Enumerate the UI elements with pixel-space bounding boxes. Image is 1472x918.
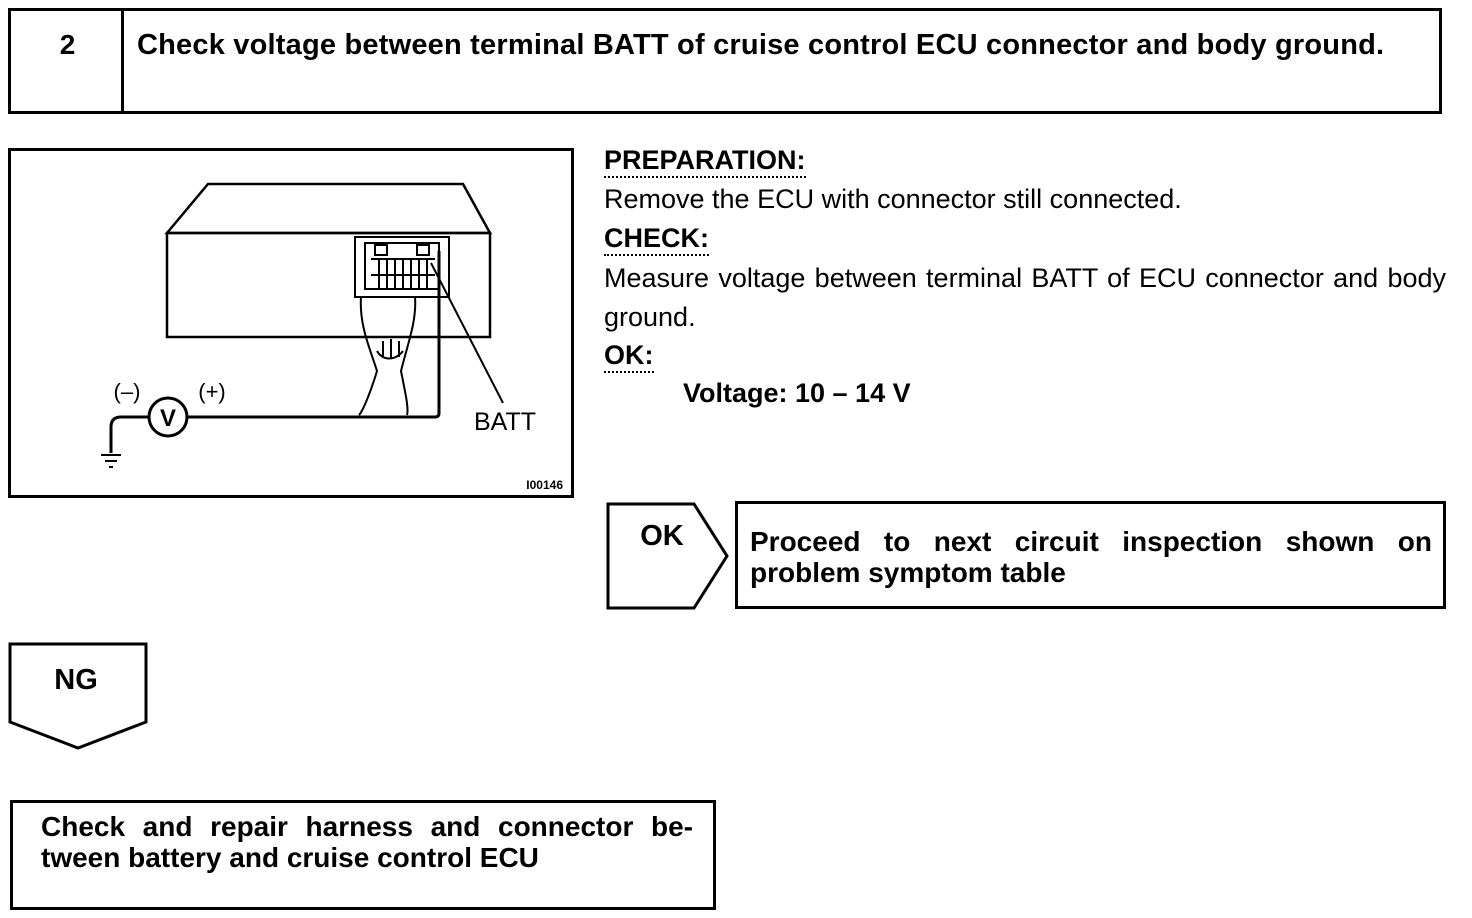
- negative-lead: [109, 415, 149, 453]
- ng-result-box: Check and repair harness and connector b…: [10, 800, 716, 910]
- ok-arrow-icon: [606, 502, 729, 610]
- preparation-heading-text: PREPARATION:: [604, 145, 806, 178]
- illustration-drawing: V (–) (+) BATT I00146: [101, 182, 563, 492]
- positive-label: (+): [198, 379, 226, 404]
- ng-action-text: Check and repair harness and connector b…: [41, 811, 693, 873]
- batt-pointer: [430, 262, 504, 404]
- ok-action-text: Proceed to next circuit inspection shown…: [750, 526, 1432, 588]
- ng-label: NG: [54, 664, 98, 696]
- figure-code: I00146: [526, 478, 563, 492]
- preparation-heading: PREPARATION:: [604, 144, 806, 178]
- check-text: Measure voltage between terminal BATT of…: [604, 263, 1446, 332]
- ecu-unit-icon: [164, 182, 493, 339]
- ground-icon: [101, 454, 121, 468]
- terminal-label: BATT: [474, 408, 536, 436]
- negative-label: (–): [114, 379, 141, 404]
- step-header: 2 Check voltage between terminal BATT of…: [8, 8, 1442, 114]
- check-heading-text: CHECK:: [604, 223, 709, 256]
- meter-symbol: V: [160, 405, 176, 432]
- step-title: Check voltage between terminal BATT of c…: [137, 29, 1385, 61]
- ok-heading-text: OK:: [604, 340, 654, 373]
- ok-label: OK: [640, 520, 684, 552]
- check-heading: CHECK:: [604, 222, 709, 256]
- preparation-text: Remove the ECU with connector still conn…: [604, 184, 1182, 214]
- positive-lead: [187, 251, 441, 419]
- step-number-cell: [11, 11, 124, 111]
- ok-heading: OK:: [604, 339, 654, 373]
- ng-arrow-icon: [8, 642, 148, 750]
- wiring-illustration: V (–) (+) BATT I00146: [8, 148, 574, 498]
- step-number: 2: [59, 29, 76, 60]
- ok-spec: Voltage: 10 – 14 V: [683, 378, 911, 408]
- voltmeter-icon: V: [147, 396, 189, 438]
- connector-icon: [354, 236, 450, 416]
- ok-result-box: Proceed to next circuit inspection shown…: [735, 501, 1446, 609]
